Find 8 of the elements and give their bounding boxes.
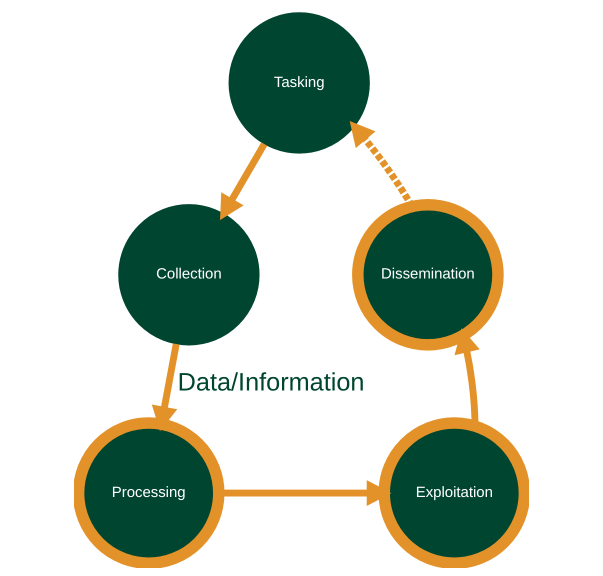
node-circle: Dissemination <box>352 198 504 351</box>
node-circle: Tasking <box>228 12 370 154</box>
edge-label: Data/Information <box>178 368 364 396</box>
node-circle: Exploitation <box>378 417 529 568</box>
node-circle: Collection <box>118 204 260 346</box>
arrow <box>220 142 268 220</box>
node-circle: Processing <box>74 417 225 568</box>
arrow <box>152 343 180 432</box>
